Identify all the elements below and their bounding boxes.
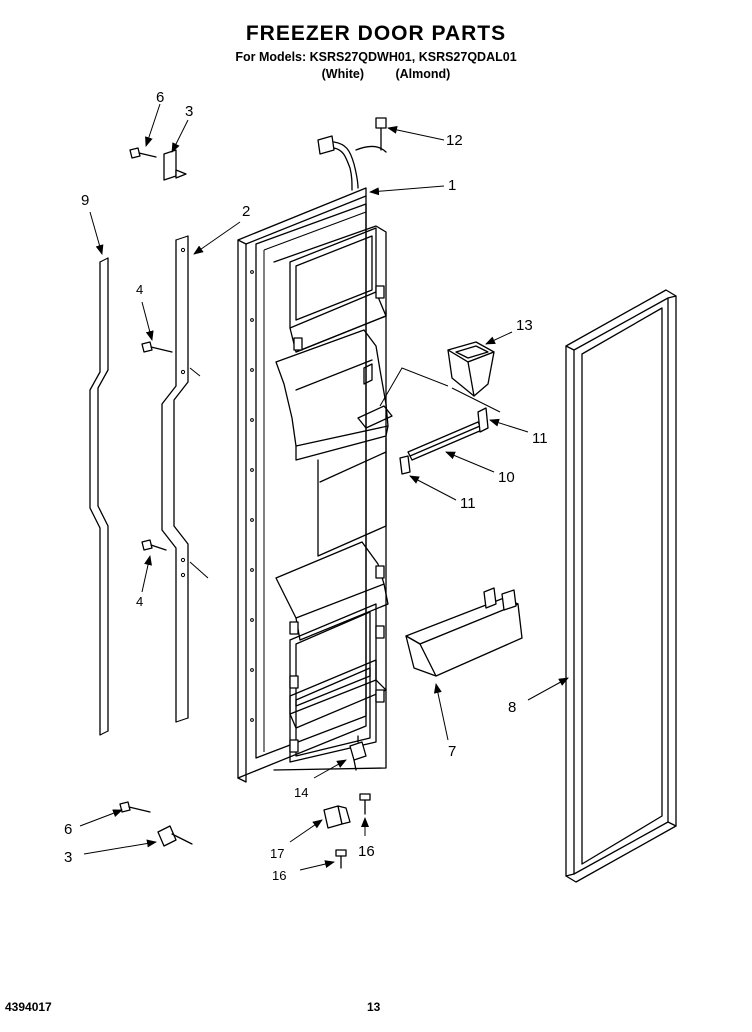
callout-hinge-pin: 14 (294, 785, 308, 800)
rail-trim-part (89, 257, 109, 736)
plug-part (375, 117, 387, 151)
callout-plug: 12 (446, 132, 463, 149)
hinge-pin-part (349, 735, 367, 771)
trim-strip-part (407, 421, 483, 461)
callout-rail-trim: 9 (81, 192, 89, 209)
callout-hinge-screw: 16 (358, 843, 375, 860)
callout-gasket: 8 (508, 699, 516, 716)
callout-clip-top: 3 (185, 103, 193, 120)
clip-top-part (163, 149, 187, 181)
color-line: (White) (Almond) (0, 67, 752, 81)
bracket-screw-part (335, 849, 347, 869)
callout-end-cap-upper: 11 (532, 430, 548, 447)
callout-screw-upper: 4 (136, 282, 143, 297)
page-title: FREEZER DOOR PARTS (245, 22, 507, 45)
clip-bottom-part (157, 825, 193, 847)
screw-bottom-part (119, 801, 151, 813)
callout-door-rail: 2 (242, 203, 250, 220)
door-assembly-part (237, 135, 393, 783)
color-white: (White) (321, 67, 364, 81)
gasket-part (565, 289, 677, 883)
callout-door-assembly: 1 (448, 177, 456, 194)
callout-clip-bottom: 3 (64, 849, 72, 866)
callout-door-bin: 7 (448, 743, 456, 760)
screw-top-part (129, 147, 157, 159)
doc-number: 4394017 (5, 1000, 52, 1014)
end-cap-lower-part (399, 455, 411, 475)
models-line: For Models: KSRS27QDWH01, KSRS27QDAL01 (235, 50, 517, 64)
end-cap-upper-part (477, 407, 489, 433)
screw-lower-part (141, 539, 167, 551)
page-number: 13 (367, 1000, 381, 1014)
color-almond: (Almond) (395, 67, 451, 81)
funnel-part (379, 341, 501, 413)
callout-trim-strip: 10 (498, 469, 515, 486)
door-rail-part (161, 235, 209, 723)
screw-upper-part (141, 341, 173, 353)
hinge-screw-part (359, 793, 371, 815)
callout-screw-bottom: 6 (64, 821, 72, 838)
callout-screw-top: 6 (156, 89, 164, 106)
callout-funnel: 13 (516, 317, 533, 334)
arrow-icon (79, 103, 569, 871)
callout-bracket-screw: 16 (272, 868, 286, 883)
callout-hinge-bracket: 17 (270, 846, 284, 861)
callout-screw-lower: 4 (136, 594, 143, 609)
callout-end-cap-lower: 11 (460, 495, 476, 512)
hinge-bracket-part (323, 805, 351, 829)
door-bin-part (405, 587, 523, 677)
